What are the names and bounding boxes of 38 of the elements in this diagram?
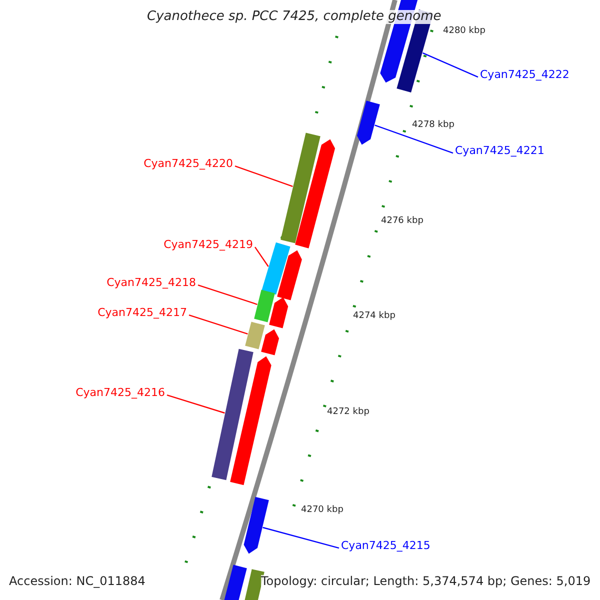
gene-block — [254, 290, 275, 322]
scale-label: 4272 kbp — [327, 408, 370, 418]
scale-label: 4278 kbp — [412, 121, 454, 131]
gene-block — [230, 356, 272, 486]
gene-label: Cyan7425_4217 — [98, 307, 187, 320]
leader-line — [422, 52, 478, 78]
gene-label: Cyan7425_4220 — [144, 158, 233, 170]
gene-label: Cyan7425_4218 — [106, 277, 196, 290]
scale-label: 4276 kbp — [381, 217, 424, 227]
leader-line — [166, 394, 225, 414]
gene-label: Cyan7425_4216 — [76, 387, 165, 400]
gene-block — [244, 496, 269, 554]
genome-summary: Topology: circular; Length: 5,374,574 bp; Genes: 5,019 — [261, 575, 591, 588]
leader-line — [198, 284, 258, 305]
gene-block — [245, 322, 265, 350]
gene-label: Cyan7425_4221 — [455, 145, 544, 158]
leader-line — [234, 165, 293, 187]
leader-line — [254, 246, 269, 267]
gene-block — [280, 132, 320, 244]
gene-label: Cyan7425_4222 — [480, 69, 570, 82]
gene-block — [261, 329, 280, 356]
leader-line — [262, 526, 340, 549]
gene-label: Cyan7425_4215 — [341, 540, 430, 552]
scale-label: 4274 kbp — [353, 312, 396, 322]
gene-block — [269, 297, 288, 328]
gene-label: Cyan7425_4219 — [164, 239, 253, 252]
scale-label: 4280 kbp — [443, 27, 486, 37]
gene-block — [356, 100, 380, 145]
title: Cyanothece sp. PCC 7425, complete genome — [145, 10, 444, 24]
gene-block — [212, 348, 254, 480]
accession-label: Accession: NC_011884 — [9, 575, 146, 588]
leader-line — [188, 314, 248, 334]
leader-line — [374, 124, 454, 154]
scale-label: 4270 kbp — [301, 506, 344, 516]
gene-block — [277, 250, 302, 300]
gene-block — [223, 564, 247, 600]
gene-block — [295, 139, 336, 248]
gene-block — [262, 242, 290, 295]
